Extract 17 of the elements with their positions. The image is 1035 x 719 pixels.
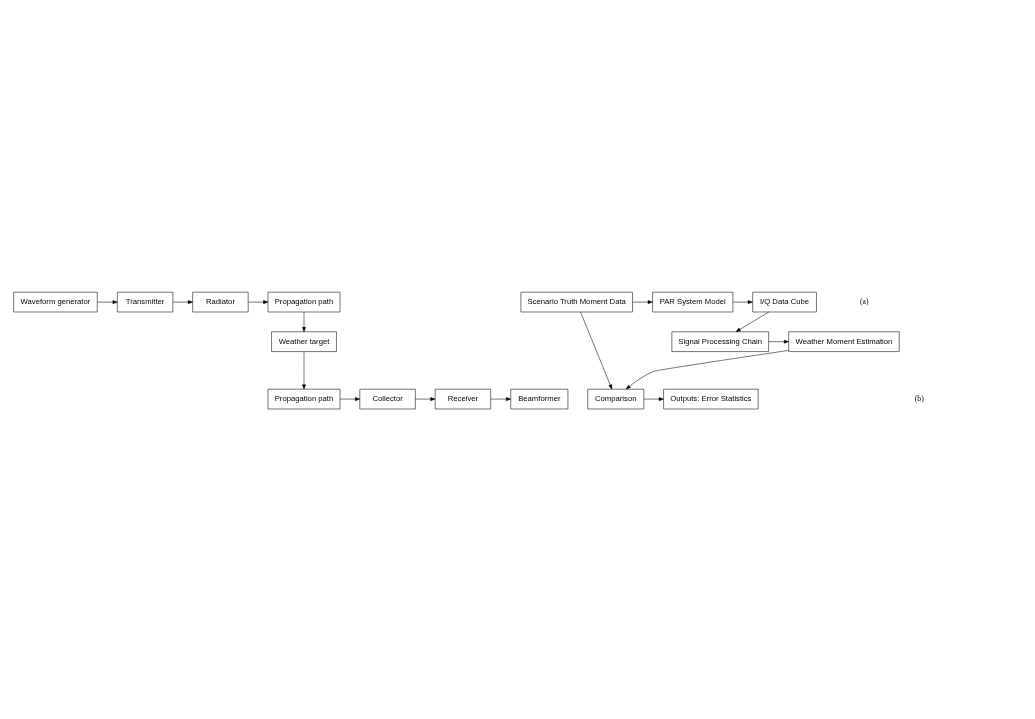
arrow [339,397,360,401]
arrow [625,350,789,390]
arrow [490,397,511,401]
arrow [735,311,769,332]
arrow [96,300,118,304]
arrow [301,311,306,332]
arrow [247,300,268,304]
arrow [768,339,789,344]
arrow [414,397,435,401]
label: (a) [859,297,869,307]
arrow [172,300,193,304]
arrow [301,351,306,390]
arrow [579,311,612,390]
arrow [732,300,753,304]
arrow [631,300,653,304]
label: (b) [914,394,924,404]
arrow [643,397,664,401]
